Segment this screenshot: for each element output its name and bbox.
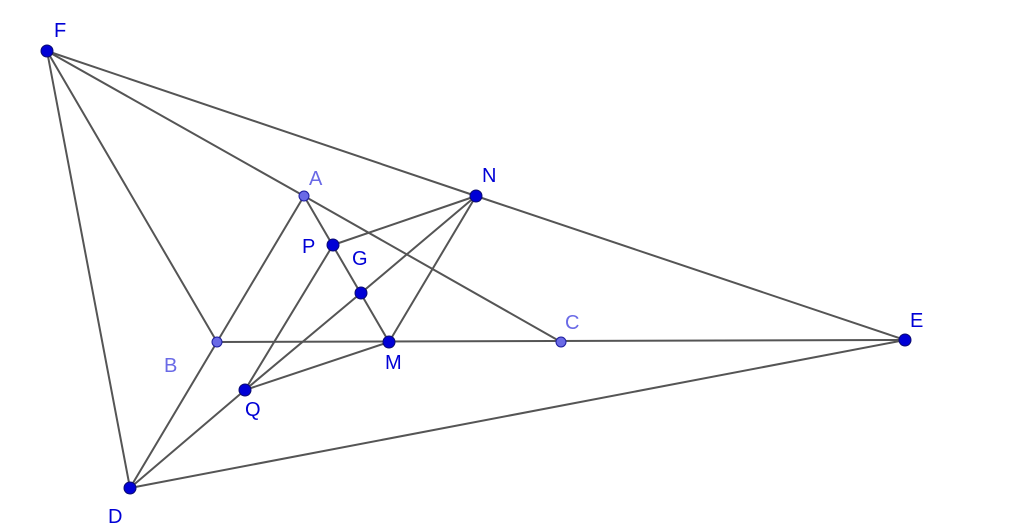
point-label-q: Q bbox=[245, 399, 261, 421]
point-n[interactable] bbox=[469, 189, 483, 203]
points-layer bbox=[40, 44, 912, 495]
point-p[interactable] bbox=[326, 238, 340, 252]
segment-qg bbox=[244, 292, 362, 391]
segment-fn bbox=[46, 50, 477, 197]
segment-de bbox=[129, 339, 906, 489]
segment-bd bbox=[129, 341, 218, 489]
segment-ab bbox=[216, 195, 305, 343]
point-q[interactable] bbox=[238, 383, 252, 397]
point-label-e: E bbox=[910, 310, 923, 332]
point-label-n: N bbox=[482, 165, 496, 187]
segment-pn bbox=[332, 195, 477, 246]
point-label-b: B bbox=[164, 355, 177, 377]
point-label-g: G bbox=[352, 248, 368, 270]
labels-layer: F A N P G B M C E Q D bbox=[54, 20, 923, 528]
point-label-a: A bbox=[309, 168, 323, 190]
point-c[interactable] bbox=[555, 336, 567, 348]
point-label-m: M bbox=[385, 352, 402, 374]
segment-fd bbox=[46, 50, 131, 489]
point-f[interactable] bbox=[40, 44, 54, 58]
point-b[interactable] bbox=[211, 336, 223, 348]
point-a[interactable] bbox=[298, 190, 310, 202]
point-m[interactable] bbox=[382, 335, 396, 349]
point-label-p: P bbox=[302, 236, 315, 258]
point-label-f: F bbox=[54, 20, 66, 42]
point-e[interactable] bbox=[898, 333, 912, 347]
segment-gn bbox=[360, 195, 477, 294]
segment-fb bbox=[46, 50, 218, 343]
segments-layer bbox=[46, 50, 906, 489]
segment-am bbox=[303, 195, 390, 343]
segment-nm bbox=[388, 195, 477, 343]
segment-qp bbox=[244, 244, 334, 391]
point-label-c: C bbox=[565, 312, 579, 334]
segment-fa bbox=[46, 50, 305, 197]
segment-dq bbox=[129, 389, 246, 489]
point-label-d: D bbox=[108, 506, 122, 528]
segment-qm bbox=[244, 341, 390, 391]
point-g[interactable] bbox=[354, 286, 368, 300]
segment-ne bbox=[475, 195, 906, 341]
point-d[interactable] bbox=[123, 481, 137, 495]
